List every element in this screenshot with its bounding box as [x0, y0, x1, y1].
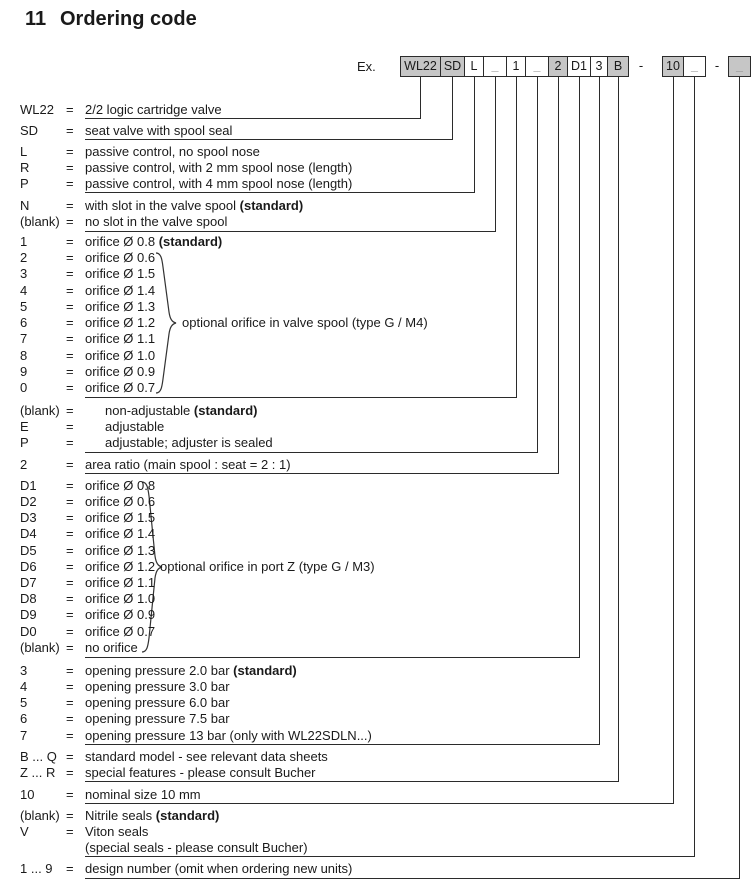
- ordering-row: (blank)=Nitrile seals (standard): [20, 808, 220, 823]
- ordering-row: 2=orifice Ø 0.6: [20, 250, 156, 265]
- ordering-row: 2=area ratio (main spool : seat = 2 : 1): [20, 457, 291, 472]
- code-box-pressure: 3: [590, 56, 608, 77]
- connector-vline: [495, 77, 496, 232]
- ordering-row: 8=orifice Ø 1.0: [20, 348, 156, 363]
- code-separator: -: [638, 58, 644, 73]
- ordering-row: D1=orifice Ø 0.8: [20, 478, 156, 493]
- connector-hline: [85, 397, 517, 398]
- connector-hline: [85, 878, 740, 879]
- connector-hline: [85, 118, 421, 119]
- ordering-row: D0=orifice Ø 0.7: [20, 624, 156, 639]
- ordering-row: D7=orifice Ø 1.1: [20, 575, 156, 590]
- code-box-seals: _: [683, 56, 706, 77]
- ordering-row: R=passive control, with 2 mm spool nose …: [20, 160, 353, 175]
- ordering-row: N=with slot in the valve spool (standard…: [20, 198, 304, 213]
- ordering-row: D4=orifice Ø 1.4: [20, 526, 156, 541]
- connector-vline: [599, 77, 600, 745]
- ordering-row: 0=orifice Ø 0.7: [20, 380, 156, 395]
- ordering-row: 6=opening pressure 7.5 bar: [20, 711, 230, 726]
- ordering-row: (blank)=no orifice: [20, 640, 138, 655]
- connector-vline: [673, 77, 674, 804]
- connector-vline: [537, 77, 538, 453]
- example-label: Ex.: [357, 59, 376, 74]
- connector-vline: [558, 77, 559, 474]
- connector-vline: [452, 77, 453, 140]
- ordering-row: 4=opening pressure 3.0 bar: [20, 679, 230, 694]
- ordering-row: D2=orifice Ø 0.6: [20, 494, 156, 509]
- ordering-row: P=adjustable; adjuster is sealed: [20, 435, 273, 450]
- annotation-spool-orifice: optional orifice in valve spool (type G …: [182, 315, 428, 330]
- ordering-row: 6=orifice Ø 1.2: [20, 315, 156, 330]
- code-box-portz-orifice: D1: [567, 56, 591, 77]
- connector-hline: [85, 231, 496, 232]
- ordering-row: P=passive control, with 4 mm spool nose …: [20, 176, 353, 191]
- ordering-row: V=Viton seals: [20, 824, 149, 839]
- ordering-row: D3=orifice Ø 1.5: [20, 510, 156, 525]
- code-box-group-main: WL22 SD L _ 1 _ 2 D1 3 B: [400, 56, 629, 77]
- ordering-row: 9=orifice Ø 0.9: [20, 364, 156, 379]
- code-box-design: _: [728, 56, 751, 77]
- connector-hline: [85, 803, 674, 804]
- curly-brace-portz-orifice: [141, 481, 163, 653]
- ordering-row: Z ... R=special features - please consul…: [20, 765, 316, 780]
- code-separator: -: [714, 58, 720, 73]
- connector-vline: [516, 77, 517, 398]
- code-box-group-design: _: [728, 56, 751, 77]
- ordering-row: D5=orifice Ø 1.3: [20, 543, 156, 558]
- connector-hline: [85, 856, 695, 857]
- ordering-row: 4=orifice Ø 1.4: [20, 283, 156, 298]
- code-box-area-ratio: 2: [548, 56, 568, 77]
- section-number: 11: [25, 8, 47, 30]
- code-box-group-size: 10 _: [662, 56, 706, 77]
- connector-hline: [85, 473, 559, 474]
- ordering-row: SD=seat valve with spool seal: [20, 123, 233, 138]
- connector-hline: [85, 657, 580, 658]
- ordering-row: 10=nominal size 10 mm: [20, 787, 201, 802]
- connector-vline: [739, 77, 740, 879]
- ordering-row: D8=orifice Ø 1.0: [20, 591, 156, 606]
- ordering-row: (blank)=no slot in the valve spool: [20, 214, 228, 229]
- annotation-portz-orifice: optional orifice in port Z (type G / M3): [160, 559, 375, 574]
- connector-vline: [694, 77, 695, 857]
- code-box-size: 10: [662, 56, 684, 77]
- ordering-row: (special seals - please consult Bucher): [85, 840, 308, 855]
- code-box-wl22: WL22: [400, 56, 441, 77]
- ordering-row: 7=opening pressure 13 bar (only with WL2…: [20, 728, 372, 743]
- ordering-row: B ... Q=standard model - see relevant da…: [20, 749, 328, 764]
- ordering-row: (blank)=non-adjustable (standard): [20, 403, 258, 418]
- code-box-sd: SD: [440, 56, 465, 77]
- ordering-row: 1=orifice Ø 0.8 (standard): [20, 234, 223, 249]
- curly-brace-spool-orifice: [155, 252, 177, 394]
- code-box-slot: _: [483, 56, 507, 77]
- ordering-row: E=adjustable: [20, 419, 165, 434]
- connector-vline: [618, 77, 619, 782]
- connector-vline: [420, 77, 421, 119]
- ordering-row: D9=orifice Ø 0.9: [20, 607, 156, 622]
- code-box-spool-orifice: 1: [506, 56, 526, 77]
- code-box-model: B: [607, 56, 629, 77]
- connector-hline: [85, 744, 600, 745]
- ordering-row: 5=orifice Ø 1.3: [20, 299, 156, 314]
- ordering-row: WL22=2/2 logic cartridge valve: [20, 102, 222, 117]
- ordering-row: 1 ... 9=design number (omit when orderin…: [20, 861, 353, 876]
- page-title: Ordering code: [60, 8, 197, 30]
- ordering-row: 7=orifice Ø 1.1: [20, 331, 156, 346]
- ordering-row: D6=orifice Ø 1.2: [20, 559, 156, 574]
- connector-hline: [85, 781, 619, 782]
- connector-hline: [85, 192, 475, 193]
- ordering-row: 5=opening pressure 6.0 bar: [20, 695, 230, 710]
- code-box-adjustability: _: [525, 56, 549, 77]
- connector-hline: [85, 452, 538, 453]
- ordering-row: 3=orifice Ø 1.5: [20, 266, 156, 281]
- connector-vline: [474, 77, 475, 193]
- connector-vline: [579, 77, 580, 658]
- ordering-row: L=passive control, no spool nose: [20, 144, 260, 159]
- code-box-control: L: [464, 56, 484, 77]
- connector-hline: [85, 139, 453, 140]
- ordering-row: 3=opening pressure 2.0 bar (standard): [20, 663, 297, 678]
